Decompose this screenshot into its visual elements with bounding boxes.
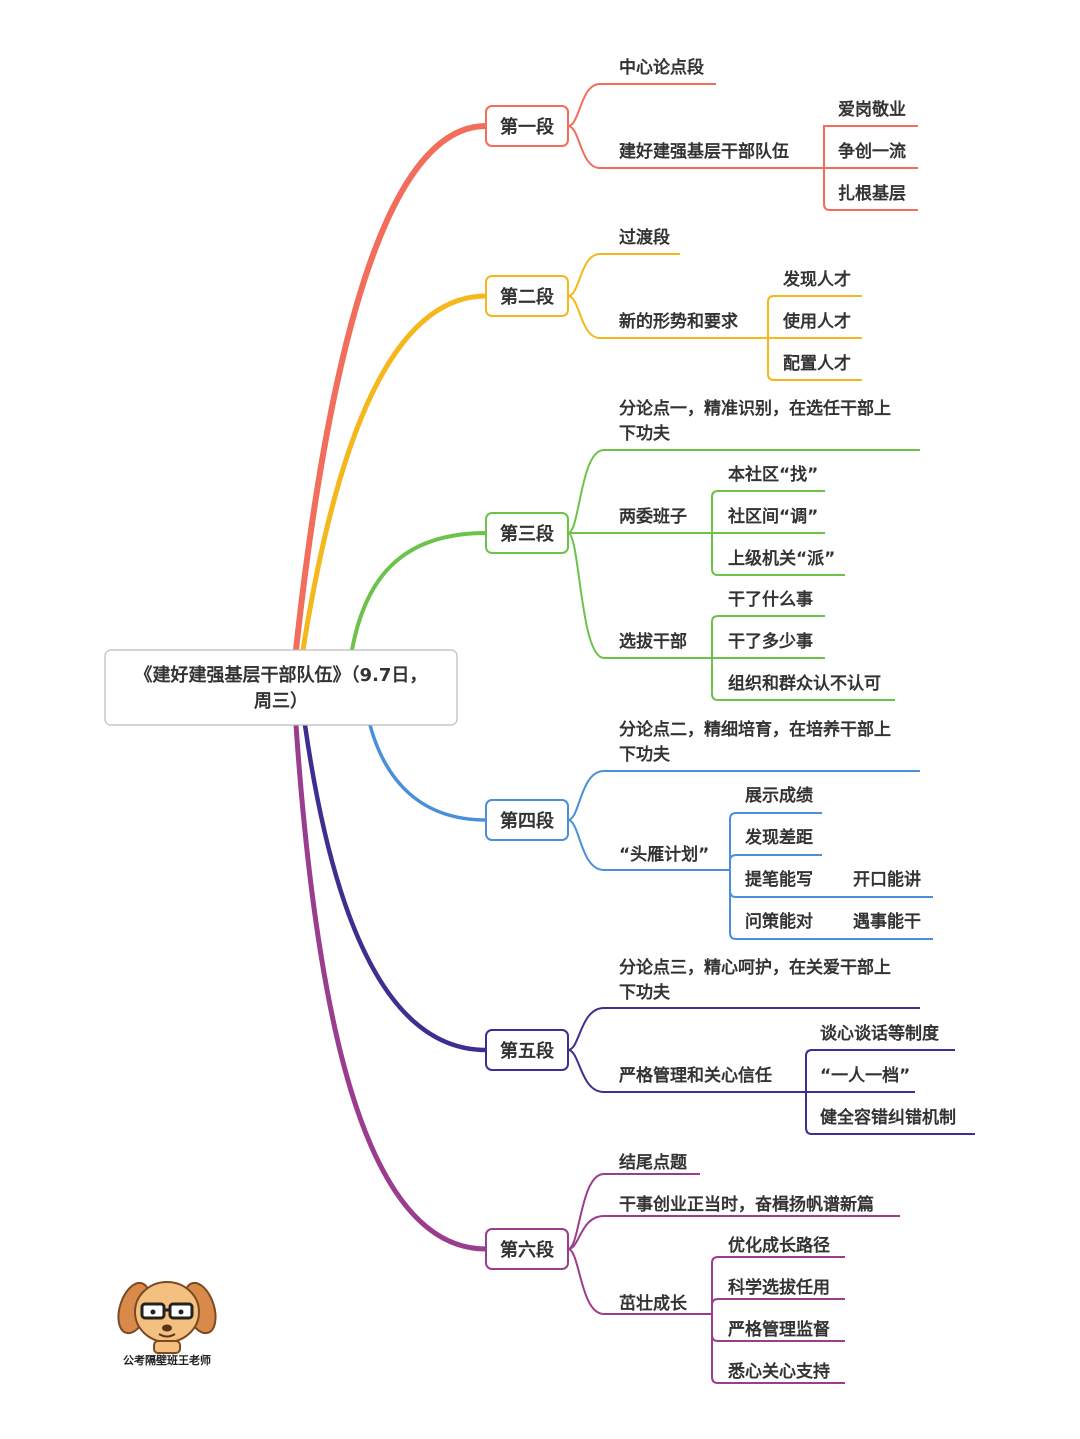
connector-b5-mid	[567, 1049, 806, 1093]
b3-leaf-a1: 本社区“找”	[728, 464, 818, 485]
b5-leaf-3: 健全容错纠错机制	[820, 1107, 956, 1128]
connector-b3-bot	[567, 532, 712, 659]
b1-leaf-3: 扎根基层	[838, 183, 906, 204]
b6-node-slogan: 干事创业正当时，奋楫扬帆谱新篇	[619, 1194, 874, 1215]
b4-node-point2-line1: 分论点二，精细培育，在培养干部上	[619, 719, 891, 740]
connector-b1-mid	[567, 125, 824, 169]
b4-leaf-extra-2: 遇事能干	[853, 911, 921, 932]
b6-leaf-1: 优化成长路径	[728, 1235, 830, 1256]
connector-b6-bot	[567, 1248, 712, 1315]
b6-leaf-2: 科学选拔任用	[728, 1277, 830, 1298]
b4-leaf-2: 发现差距	[744, 827, 813, 848]
branch-1-box[interactable]: 第一段	[485, 105, 569, 147]
connector-b6-top	[567, 1173, 700, 1250]
branch-5	[567, 1007, 975, 1135]
b4-leaf-extra-1: 开口能讲	[853, 869, 921, 890]
connector-b2-mid	[567, 295, 768, 339]
branch-3	[567, 449, 920, 701]
bracket-b2	[767, 295, 862, 381]
b4-leaf-3: 提笔能写	[745, 869, 813, 890]
b4-node-geese-plan: “头雁计划”	[619, 844, 709, 865]
b5-node-point3-line1: 分论点三，精心呵护，在关爱干部上	[619, 957, 891, 978]
connector-b5-top	[567, 1007, 920, 1051]
branch-4	[567, 770, 933, 940]
bracket-b3b	[711, 615, 895, 701]
root-node[interactable]: 《建好建强基层干部队伍》（9.7日， 周三）	[104, 649, 458, 726]
b3-leaf-a2: 社区间“调”	[727, 506, 818, 527]
b3-leaf-a3: 上级机关“派”	[728, 548, 835, 569]
branch-5-label: 第五段	[500, 1040, 555, 1062]
curve-branch-2	[300, 293, 489, 653]
branch-1-label: 第一段	[500, 116, 555, 138]
branch-2-label: 第二段	[500, 286, 555, 308]
branch-3-label: 第三段	[500, 523, 555, 545]
b5-node-management: 严格管理和关心信任	[619, 1065, 772, 1086]
b3-leaf-b3: 组织和群众认不认可	[728, 673, 881, 694]
bracket-b3a	[711, 490, 845, 576]
b6-node-ending: 结尾点题	[619, 1152, 688, 1173]
b5-leaf-1: 谈心谈话等制度	[820, 1023, 940, 1044]
b4-leaf-1: 展示成绩	[745, 785, 813, 806]
b3-node-point1-line2: 下功夫	[619, 423, 671, 444]
b6-node-growth: 茁壮成长	[619, 1293, 688, 1314]
b2-leaf-1: 发现人才	[782, 269, 851, 290]
branch-5-box[interactable]: 第五段	[485, 1029, 569, 1071]
b1-node-center: 中心论点段	[619, 57, 704, 78]
branch-4-label: 第四段	[500, 810, 555, 832]
b2-leaf-2: 使用人才	[782, 311, 851, 332]
branch-6-label: 第六段	[500, 1239, 555, 1261]
connector-b6-mid	[567, 1215, 900, 1250]
connector-b3-top	[567, 449, 920, 534]
branch-2-box[interactable]: 第二段	[485, 275, 569, 317]
b3-node-point1-line1: 分论点一，精准识别，在选任干部上	[619, 398, 891, 419]
bracket-b6	[711, 1256, 845, 1384]
branch-4-box[interactable]: 第四段	[485, 799, 569, 841]
mascot-caption: 公考隔壁班王老师	[123, 1354, 211, 1367]
connector-b4-top	[567, 770, 920, 821]
b3-node-committee: 两委班子	[619, 506, 687, 527]
branch-6-box[interactable]: 第六段	[485, 1228, 569, 1270]
curve-branch-6	[293, 722, 489, 1252]
b6-leaf-4: 悉心关心支持	[727, 1361, 830, 1382]
b2-node-transition: 过渡段	[619, 227, 670, 248]
b1-leaf-2: 争创一流	[838, 141, 906, 162]
bracket-b5	[805, 1049, 975, 1135]
curve-branch-1	[293, 123, 489, 653]
bracket-b1	[823, 125, 918, 211]
root-title-line1: 《建好建强基层干部队伍》（9.7日，	[135, 664, 428, 686]
root-title-line2: 周三）	[254, 691, 308, 712]
b1-leaf-1: 爱岗敬业	[838, 99, 906, 120]
b1-node-team: 建好建强基层干部队伍	[619, 141, 789, 162]
b4-node-point2-line2: 下功夫	[619, 744, 671, 765]
curve-branch-3	[350, 531, 488, 652]
branch-2	[567, 253, 862, 381]
curve-branch-5	[302, 722, 489, 1053]
b6-leaf-3: 严格管理监督	[728, 1319, 830, 1340]
connector-b1-top	[567, 83, 716, 127]
b5-leaf-2: “一人一档”	[820, 1065, 910, 1086]
b3-node-selection: 选拔干部	[619, 631, 687, 652]
bracket-b4	[729, 812, 933, 940]
branch-3-box[interactable]: 第三段	[485, 512, 569, 554]
b5-node-point3-line2: 下功夫	[619, 982, 671, 1003]
branch-1	[567, 83, 918, 211]
curve-branch-4	[368, 723, 488, 822]
b4-leaf-4: 问策能对	[745, 911, 813, 932]
connector-b2-top	[567, 253, 680, 297]
b2-leaf-3: 配置人才	[783, 353, 851, 374]
branch-6	[567, 1173, 900, 1384]
b3-leaf-b2: 干了多少事	[728, 631, 813, 652]
b3-leaf-b1: 干了什么事	[728, 589, 813, 610]
mascot-dog-logo	[117, 1281, 217, 1354]
connector-b4-mid	[567, 819, 730, 871]
main-branch-curves	[293, 123, 489, 1252]
b2-node-situation: 新的形势和要求	[619, 311, 738, 332]
